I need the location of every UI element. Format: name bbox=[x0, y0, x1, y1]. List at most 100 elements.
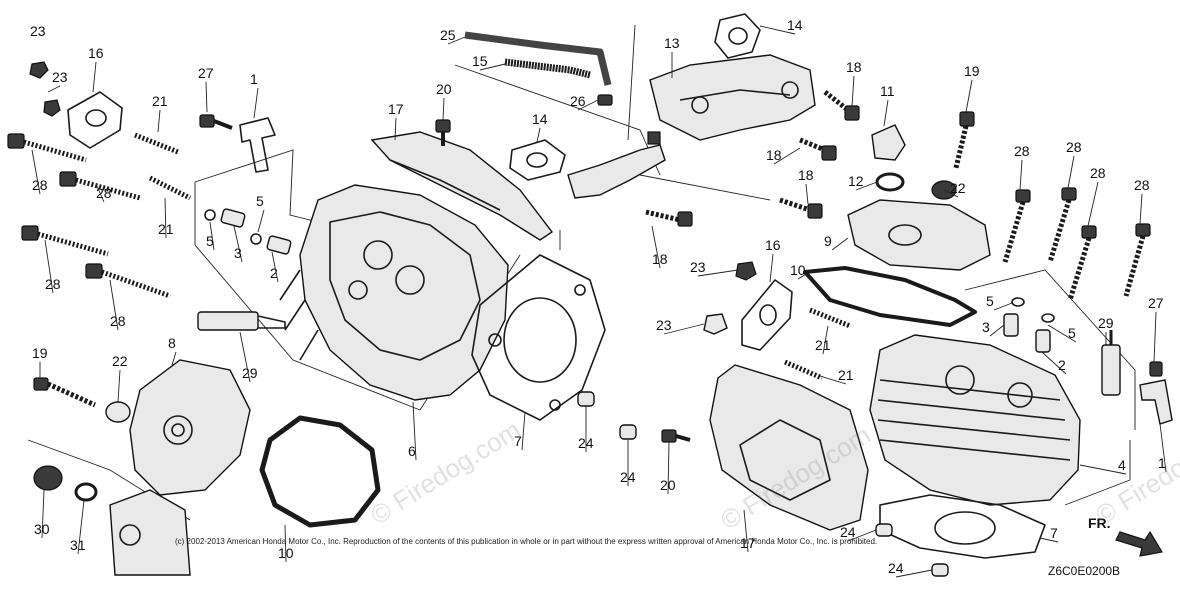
callout-number: 7 bbox=[514, 433, 522, 449]
callout-leader bbox=[41, 489, 45, 539]
cover-gasket-10-left bbox=[259, 415, 381, 528]
callout-leader bbox=[651, 225, 661, 269]
callout-number: 15 bbox=[472, 53, 488, 69]
callout-number: 10 bbox=[278, 545, 294, 561]
callout-leader bbox=[759, 25, 796, 35]
callout-number: 16 bbox=[765, 237, 781, 253]
callout-leader bbox=[851, 75, 855, 107]
callout-leader bbox=[239, 331, 251, 383]
callout-number: 1 bbox=[1158, 455, 1166, 471]
callout-leader bbox=[1041, 351, 1067, 375]
dowel-24-right-a bbox=[875, 523, 893, 537]
head-cover-9 bbox=[847, 199, 991, 271]
callout-number: 2 bbox=[270, 265, 278, 281]
callout-number: 5 bbox=[206, 233, 214, 249]
callout-leader bbox=[1019, 159, 1023, 191]
callout-number: 23 bbox=[52, 69, 68, 85]
callout-leader bbox=[773, 147, 801, 165]
callout-leader bbox=[993, 302, 1013, 311]
callout-leader bbox=[577, 99, 599, 111]
callout-number: 17 bbox=[388, 101, 404, 117]
callout-number: 3 bbox=[982, 319, 990, 335]
callout-number: 22 bbox=[950, 180, 966, 196]
callout-number: 28 bbox=[1134, 177, 1150, 193]
callout-leader bbox=[855, 181, 878, 191]
callout-leader bbox=[536, 127, 541, 143]
callout-number: 31 bbox=[70, 537, 86, 553]
callout-number: 29 bbox=[1098, 315, 1114, 331]
hose-25 bbox=[464, 31, 612, 86]
clamp-26 bbox=[597, 94, 613, 106]
callout-leader bbox=[822, 325, 829, 355]
studs-21-right bbox=[784, 307, 851, 381]
callout-leader bbox=[171, 351, 177, 366]
callout-number: 21 bbox=[152, 93, 168, 109]
callout-number: 25 bbox=[440, 27, 456, 43]
callout-leader bbox=[797, 272, 809, 280]
bolt-20-mid bbox=[435, 119, 451, 146]
callout-leader bbox=[989, 324, 1005, 337]
callout-leader bbox=[883, 99, 889, 127]
callout-number: 24 bbox=[840, 524, 856, 540]
callout-number: 28 bbox=[96, 185, 112, 201]
callout-leader bbox=[1047, 324, 1077, 343]
gasket-7-right bbox=[879, 494, 1046, 559]
bolts-28-left bbox=[7, 133, 171, 299]
callout-number: 28 bbox=[110, 313, 126, 329]
bolt-18-upper-right bbox=[823, 90, 860, 121]
callout-leader bbox=[271, 251, 279, 283]
callout-number: 23 bbox=[30, 23, 46, 39]
callout-number: 27 bbox=[198, 65, 214, 81]
callout-leader bbox=[1159, 423, 1167, 473]
callout-leader bbox=[412, 401, 417, 461]
nut-23-top bbox=[29, 61, 49, 79]
callout-leader bbox=[205, 81, 208, 113]
callout-number: 24 bbox=[620, 469, 636, 485]
callout-leader bbox=[831, 237, 849, 251]
cylinder-head-4 bbox=[869, 334, 1081, 506]
callout-number: 19 bbox=[964, 63, 980, 79]
callout-leader bbox=[44, 239, 54, 294]
callout-leader bbox=[95, 183, 105, 203]
oil-cap-30 bbox=[33, 465, 63, 491]
callout-number: 28 bbox=[32, 177, 48, 193]
callout-leader bbox=[1153, 311, 1157, 363]
cover-lower-left bbox=[109, 489, 191, 576]
callout-number: 21 bbox=[815, 337, 831, 353]
callout-number: 4 bbox=[1118, 457, 1126, 473]
callout-leader bbox=[819, 375, 847, 385]
callout-leader bbox=[442, 97, 445, 121]
callout-leader bbox=[521, 411, 526, 451]
callout-number: 20 bbox=[660, 477, 676, 493]
callout-leader bbox=[743, 509, 749, 553]
callout-number: 24 bbox=[578, 435, 594, 451]
callout-number: 10 bbox=[790, 262, 806, 278]
dowel-24-right-b bbox=[931, 563, 949, 577]
bolt-19-right bbox=[953, 111, 975, 169]
hose-15 bbox=[504, 58, 591, 79]
callout-number: 9 bbox=[824, 233, 832, 249]
nut-23-lower bbox=[43, 99, 61, 117]
callout-leader bbox=[697, 269, 739, 277]
gasket-14-mid bbox=[509, 139, 566, 181]
gasket-7-left bbox=[471, 254, 606, 421]
callout-leader bbox=[257, 209, 265, 233]
spark-plug-29-right bbox=[1101, 330, 1121, 396]
callout-leader bbox=[209, 221, 215, 251]
callout-leader bbox=[1039, 537, 1059, 543]
callout-number: 17 bbox=[740, 535, 756, 551]
callout-number: 3 bbox=[234, 245, 242, 261]
callout-number: 23 bbox=[656, 317, 672, 333]
callout-leader bbox=[663, 323, 705, 335]
gasket-14-top bbox=[714, 13, 761, 59]
callout-number: 30 bbox=[34, 521, 50, 537]
dowel-24-left bbox=[577, 391, 595, 407]
callout-number: 16 bbox=[88, 45, 104, 61]
spark-plug-29-left bbox=[197, 311, 286, 331]
callout-number: 18 bbox=[798, 167, 814, 183]
callout-leader bbox=[1067, 155, 1075, 189]
callout-number: 28 bbox=[45, 276, 61, 292]
callout-leader bbox=[164, 197, 167, 239]
